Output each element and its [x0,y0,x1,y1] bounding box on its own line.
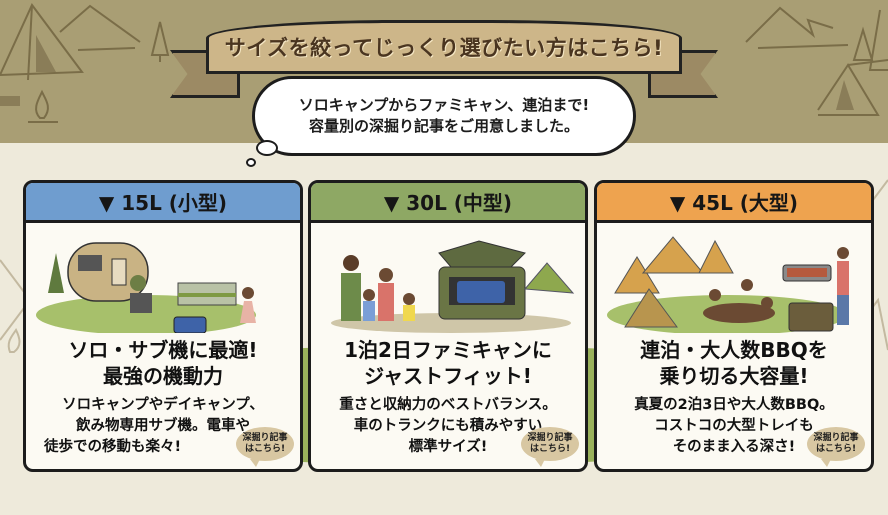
card-30l[interactable]: ▼ 30L (中型) 1泊2日ファミキャンに ジャストフィット! 重さと収納力の… [308,180,588,472]
card-title-line-2: 最強の機動力 [103,364,223,388]
card-title-line-1: ソロ・サブ機に最適! [68,338,258,362]
title-ribbon: サイズを絞ってじっくり選びたい方はこちら! [170,8,718,98]
card-header-30l: ▼ 30L (中型) [311,183,585,223]
ribbon-title: サイズを絞ってじっくり選びたい方はこちら! [224,36,664,60]
card-title: ソロ・サブ機に最適! 最強の機動力 [26,337,300,389]
link-line-1: 深掘り記事 [527,433,573,443]
illustration-group-bbq [597,223,871,335]
card-header-label: ▼ 45L (大型) [669,191,799,215]
group-bbq-icon [607,236,849,335]
link-line-2: はこちら! [529,444,571,454]
bubble-dot-large [256,140,278,156]
desc-line-1: 真夏の2泊3日や大人数BBQ。 [634,397,834,413]
deep-dive-link-15l[interactable]: 深掘り記事 はこちら! [236,427,294,467]
deep-dive-link-30l[interactable]: 深掘り記事 はこちら! [521,427,579,467]
link-line-2: はこちら! [815,444,857,454]
illustration-family-camp [311,223,585,333]
deep-dive-link-45l[interactable]: 深掘り記事 はこちら! [807,427,865,467]
desc-line-2: コストコの大型トレイも [654,418,814,434]
illustration-solo-camp [26,223,300,335]
card-15l[interactable]: ▼ 15L (小型) ソロ・サブ機に最適! 最強の機動力 ソロキャンプやデイキャ… [23,180,303,472]
camper-trailer-icon [36,242,256,335]
desc-line-1: ソロキャンプやデイキャンプ、 [62,397,264,413]
bubble-line-2: 容量別の深掘り記事をご用意しました。 [308,117,579,135]
link-line-1: 深掘り記事 [813,433,859,443]
desc-line-3: 標準サイズ! [408,439,488,455]
card-title-line-2: ジャストフィット! [364,364,532,388]
card-description: 重さと収納力のベストバランス。 車のトランクにも積みやすい 標準サイズ! [311,395,585,458]
card-title-line-1: 連泊・大人数BBQを [640,338,828,362]
desc-line-3: そのまま入る深さ! [672,439,796,455]
camp-scenery-right-icon [745,6,888,116]
bubble-line-1: ソロキャンプからファミキャン、連泊まで! [298,96,590,114]
link-line-1: 深掘り記事 [242,433,288,443]
link-line-2: はこちら! [244,444,286,454]
desc-line-1: 重さと収納力のベストバランス。 [339,397,557,413]
camp-scenery-left-icon [0,3,170,123]
family-car-icon [331,240,575,333]
desc-line-2: 飲み物専用サブ機。電車や [76,418,250,434]
ribbon-banner: サイズを絞ってじっくり選びたい方はこちら! [206,20,682,74]
card-header-45l: ▼ 45L (大型) [597,183,871,223]
card-header-label: ▼ 30L (中型) [383,191,513,215]
card-title: 連泊・大人数BBQを 乗り切る大容量! [597,337,871,389]
card-title-line-1: 1泊2日ファミキャンに [344,338,552,362]
thought-bubble: ソロキャンプからファミキャン、連泊まで! 容量別の深掘り記事をご用意しました。 [252,76,636,156]
card-header-label: ▼ 15L (小型) [98,191,228,215]
card-header-15l: ▼ 15L (小型) [26,183,300,223]
desc-line-2: 車のトランクにも積みやすい [353,418,543,434]
card-title-line-2: 乗り切る大容量! [659,364,809,388]
card-description: 真夏の2泊3日や大人数BBQ。 コストコの大型トレイも そのまま入る深さ! [597,395,871,458]
bubble-dot-small [246,158,256,167]
card-title: 1泊2日ファミキャンに ジャストフィット! [311,337,585,389]
desc-line-3: 徒歩での移動も楽々! [44,439,182,455]
card-45l[interactable]: ▼ 45L (大型) 連泊・大人数BBQを 乗り切る大容量! 真夏の2泊3日や大… [594,180,874,472]
card-description: ソロキャンプやデイキャンプ、 飲み物専用サブ機。電車や 徒歩での移動も楽々! [26,395,300,458]
